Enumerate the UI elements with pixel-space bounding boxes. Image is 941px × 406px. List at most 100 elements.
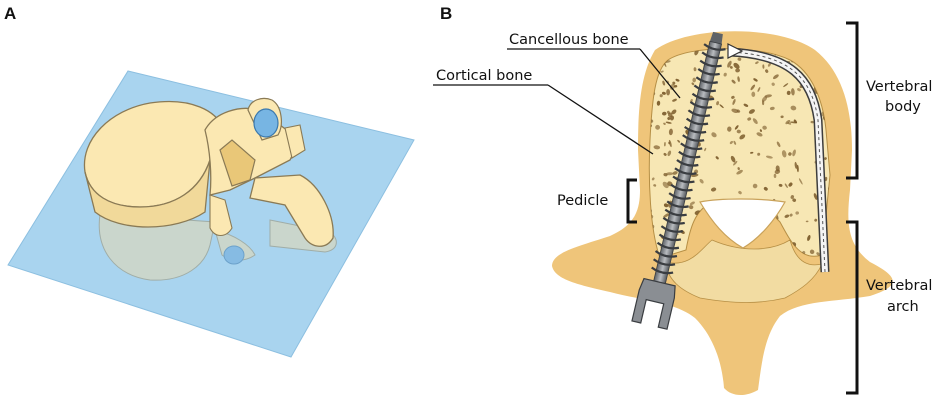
pore (752, 118, 758, 125)
pore (651, 177, 655, 181)
pore (762, 64, 765, 69)
pore (672, 171, 678, 175)
pore (805, 220, 809, 223)
panel-b: B (433, 4, 932, 396)
vertebra-lower-part (98, 213, 337, 281)
pore (667, 117, 671, 120)
pedicle-bracket (626, 178, 637, 224)
pore (828, 52, 830, 57)
pore (816, 252, 820, 256)
pore (737, 76, 740, 82)
pore (788, 152, 792, 156)
pore (668, 141, 670, 145)
pore (786, 90, 791, 95)
facet-upper (253, 108, 279, 138)
pore (750, 151, 754, 154)
pore (752, 183, 758, 189)
pore (765, 69, 769, 73)
pore (727, 60, 732, 68)
pore (699, 178, 704, 184)
screw-threads (651, 43, 726, 275)
screw-head (631, 277, 676, 330)
pore (772, 74, 779, 80)
pore (663, 203, 669, 208)
vertebral-arch-bracket (846, 220, 859, 395)
pore (663, 122, 666, 125)
thread-ridge (682, 134, 705, 142)
pore (655, 124, 660, 130)
label-cancellous-bone: Cancellous bone (509, 32, 629, 48)
pore (748, 109, 755, 114)
thread-ridge (691, 92, 715, 101)
pore (669, 83, 675, 90)
pore (677, 139, 681, 143)
pore (734, 125, 739, 130)
label-vertebral-body-line1: Vertebral (866, 79, 932, 95)
pore (668, 128, 673, 136)
pore (704, 147, 707, 152)
thread-ridge (651, 266, 674, 275)
thread-ridge (658, 233, 682, 242)
pore (738, 190, 742, 195)
thread-ridge (668, 192, 691, 200)
pore (710, 187, 717, 192)
pore (790, 195, 795, 199)
thread-ridge (672, 175, 695, 184)
pore (798, 178, 803, 185)
pore (781, 150, 787, 158)
label-pedicle: Pedicle (557, 193, 608, 209)
label-vertebral-arch-line2: arch (887, 299, 919, 315)
pore (762, 125, 767, 130)
cancellous-pointer (639, 48, 681, 99)
pore (653, 145, 661, 150)
pore (735, 68, 740, 73)
panel-a-letter: A (4, 4, 16, 23)
pore (824, 157, 827, 160)
pore (666, 88, 670, 96)
pore (761, 96, 768, 102)
pore (776, 141, 781, 148)
pore (783, 83, 789, 88)
vertebra-cancellous-bone (648, 48, 831, 259)
panel-b-letter: B (440, 4, 452, 23)
pore (675, 78, 680, 82)
pore (731, 79, 736, 84)
thread-ridge (666, 200, 689, 209)
pore (666, 172, 674, 176)
pore (733, 160, 738, 166)
thread-ridge (701, 51, 724, 60)
pore (673, 85, 678, 88)
thread-ridge (693, 84, 717, 93)
pore (653, 184, 657, 187)
leader-lines (433, 48, 681, 155)
pore (737, 167, 740, 171)
pore (792, 149, 796, 157)
curved-probe (727, 43, 830, 273)
thread-ridge (689, 101, 713, 109)
pore (737, 57, 742, 61)
pore (671, 109, 677, 115)
pore (660, 70, 664, 73)
pore (807, 235, 811, 241)
label-vertebral-body-line2: body (885, 99, 921, 115)
pore (659, 94, 663, 98)
label-vertebral-arch-line1: Vertebral (866, 278, 932, 294)
label-cortical-bone: Cortical bone (436, 68, 532, 84)
pore (688, 205, 694, 210)
thread-ridge (662, 217, 685, 225)
pore (757, 152, 761, 156)
pore (665, 121, 672, 124)
pedicle-screw (631, 31, 726, 330)
pore (668, 139, 672, 148)
pore (691, 82, 695, 86)
thread-ridge (670, 183, 693, 192)
pore (747, 117, 752, 121)
pore (667, 150, 672, 157)
pore (739, 134, 746, 140)
thread-ridge (699, 59, 722, 68)
pore (719, 104, 724, 109)
pore (663, 213, 670, 218)
pore (656, 100, 661, 106)
pore (723, 72, 727, 77)
